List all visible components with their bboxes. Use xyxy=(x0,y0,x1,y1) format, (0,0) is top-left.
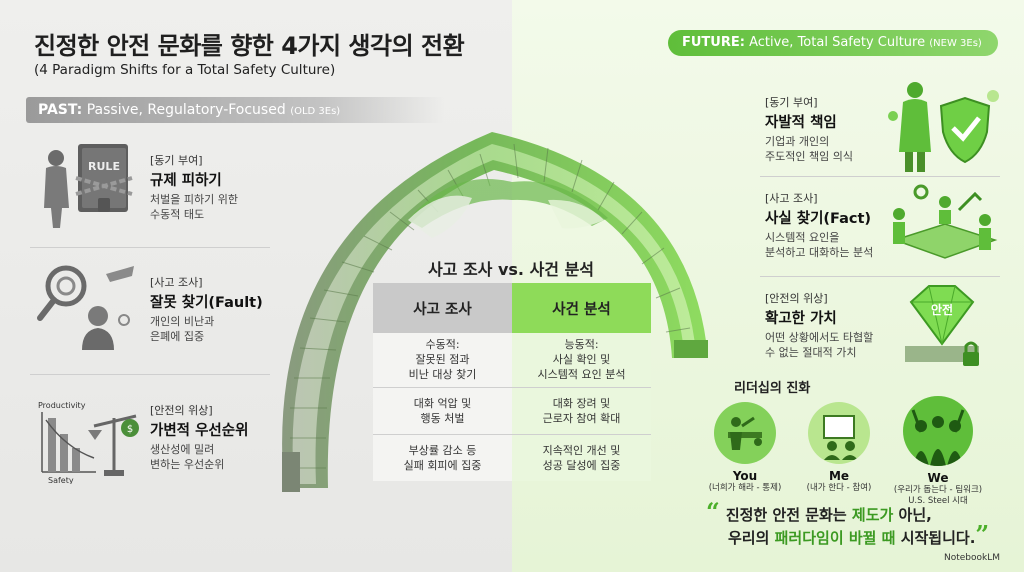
col-header-incident-analysis: 사건 분석 xyxy=(512,283,651,333)
workers-shield-icon xyxy=(885,76,1000,176)
divider xyxy=(30,247,270,248)
paradigm-bridge-illustration xyxy=(232,108,752,504)
leader-name: You xyxy=(732,469,758,483)
gem-label: 안전 xyxy=(931,302,953,317)
safety-gem-icon: 안전 xyxy=(885,280,1000,380)
past-item-heading: 잘못 찾기(Fault) xyxy=(150,295,263,311)
comparison-title: 사고 조사 vs. 사건 분석 xyxy=(427,260,595,279)
table-row: 수동적: 잘못된 점과 비난 대상 찾기 능동적: 사실 확인 및 시스템적 요… xyxy=(373,333,651,387)
future-item-desc: 기업과 개인의 주도적인 책임 의식 xyxy=(765,135,853,163)
magnifier-blame-icon xyxy=(36,260,141,356)
future-label: FUTURE: xyxy=(682,35,745,50)
comparison-table: 사고 조사 사건 분석 수동적: 잘못된 점과 비난 대상 찾기 능동적: 사실… xyxy=(373,283,651,481)
table-cell: 대화 장려 및 근로자 참여 확대 xyxy=(512,386,651,434)
future-item-heading: 자발적 책임 xyxy=(765,115,837,131)
col-header-accident-investigation: 사고 조사 xyxy=(373,283,512,333)
divider xyxy=(30,374,270,375)
table-cell: 대화 억압 및 행동 처벌 xyxy=(373,386,512,434)
open-quote-icon: “ xyxy=(706,497,720,526)
axis-label-productivity: Productivity xyxy=(38,401,86,410)
table-cell: 지속적인 개선 및 성공 달성에 집중 xyxy=(512,433,651,481)
future-tag: (NEW 3Es) xyxy=(929,38,982,49)
past-item-desc: 생산성에 밀려 변하는 우선순위 xyxy=(150,443,225,471)
page-subtitle: (4 Paradigm Shifts for a Total Safety Cu… xyxy=(34,62,336,78)
you-control-icon xyxy=(714,402,776,464)
past-item-desc: 처벌을 피하기 위한 수동적 태도 xyxy=(150,193,238,221)
past-text: Passive, Regulatory-Focused xyxy=(86,102,286,118)
we-teamwork-icon xyxy=(903,396,973,466)
past-label: PAST: xyxy=(38,102,83,118)
leader-desc: (내가 한다 - 참여) xyxy=(806,483,872,493)
future-item-desc: 어떤 상황에서도 타협할 수 없는 절대적 가치 xyxy=(765,331,874,359)
leader-me: Me (내가 한다 - 참여) xyxy=(791,402,887,494)
brand-watermark: NotebookLM xyxy=(944,553,1001,563)
past-banner: PAST: Passive, Regulatory-Focused (OLD 3… xyxy=(26,97,444,123)
leader-desc-era: U.S. Steel 시대 xyxy=(908,496,968,506)
future-item-heading: 사실 찾기(Fact) xyxy=(765,211,872,227)
future-item-category: [안전의 위상] xyxy=(765,292,828,305)
divider xyxy=(760,276,1000,277)
future-banner: FUTURE: Active, Total Safety Culture (NE… xyxy=(668,30,998,56)
past-item-category: [사고 조사] xyxy=(150,276,203,289)
past-item-investigation: [사고 조사] 잘못 찾기(Fault) 개인의 비난과 은폐에 집중 xyxy=(30,252,280,368)
past-tag: (OLD 3Es) xyxy=(290,106,341,117)
me-participation-icon xyxy=(808,402,870,464)
leader-desc: (너희가 해라 - 통제) xyxy=(708,483,782,493)
past-item-status: Productivity Safety $ [안전의 위상] 가변적 우선순위 … xyxy=(30,380,280,496)
table-cell: 부상률 감소 등 실패 회피에 집중 xyxy=(373,433,512,481)
svg-text:$: $ xyxy=(127,424,133,435)
future-item-status: [안전의 위상] 확고한 가치 어떤 상황에서도 타협할 수 없는 절대적 가치… xyxy=(745,280,1000,380)
past-item-category: [안전의 위상] xyxy=(150,404,213,417)
page-title: 진정한 안전 문화를 향한 4가지 생각의 전환 xyxy=(34,32,465,60)
future-item-heading: 확고한 가치 xyxy=(765,311,837,327)
table-cell: 능동적: 사실 확인 및 시스템적 요인 분석 xyxy=(512,333,651,387)
past-item-motivation: RULE [동기 부여] 규제 피하기 처벌을 피하기 위한 수동적 태도 xyxy=(30,130,280,246)
table-row: 대화 억압 및 행동 처벌 대화 장려 및 근로자 참여 확대 xyxy=(373,386,651,434)
rulebook-label: RULE xyxy=(88,160,120,173)
axis-label-safety: Safety xyxy=(48,476,74,484)
future-item-category: [사고 조사] xyxy=(765,192,818,205)
leader-name: We xyxy=(927,471,949,485)
leader-you: You (너희가 해라 - 통제) xyxy=(697,402,793,494)
future-item-desc: 시스템적 요인을 분석하고 대화하는 분석 xyxy=(765,231,874,259)
closing-quote: “진정한 안전 문화는 제도가 아닌, 우리의 패러다임이 바뀔 때 시작됩니다… xyxy=(706,497,990,549)
past-item-heading: 규제 피하기 xyxy=(150,173,222,189)
leader-name: Me xyxy=(828,469,850,483)
future-item-category: [동기 부여] xyxy=(765,96,818,109)
future-text: Active, Total Safety Culture xyxy=(749,35,926,50)
leader-we: We (우리가 돕는다 - 팀워크) U.S. Steel 시대 xyxy=(890,396,986,507)
future-item-motivation: [동기 부여] 자발적 책임 기업과 개인의 주도적인 책임 의식 xyxy=(745,76,1000,176)
table-row: 부상률 감소 등 실패 회피에 집중 지속적인 개선 및 성공 달성에 집중 xyxy=(373,433,651,481)
divider xyxy=(760,176,1000,177)
priority-scale-icon: Productivity Safety $ xyxy=(36,388,141,485)
past-item-desc: 개인의 비난과 은폐에 집중 xyxy=(150,315,215,343)
chained-rulebook-icon: RULE xyxy=(36,138,141,234)
leader-desc: (우리가 돕는다 - 팀워크) xyxy=(893,485,983,495)
past-item-category: [동기 부여] xyxy=(150,154,203,167)
table-cell: 수동적: 잘못된 점과 비난 대상 찾기 xyxy=(373,333,512,387)
team-analysis-icon xyxy=(885,180,1000,280)
future-item-investigation: [사고 조사] 사실 찾기(Fact) 시스템적 요인을 분석하고 대화하는 분… xyxy=(745,180,1000,280)
leadership-title: 리더십의 진화 xyxy=(734,381,811,396)
past-item-heading: 가변적 우선순위 xyxy=(150,423,249,439)
close-quote-icon: ” xyxy=(975,520,990,549)
